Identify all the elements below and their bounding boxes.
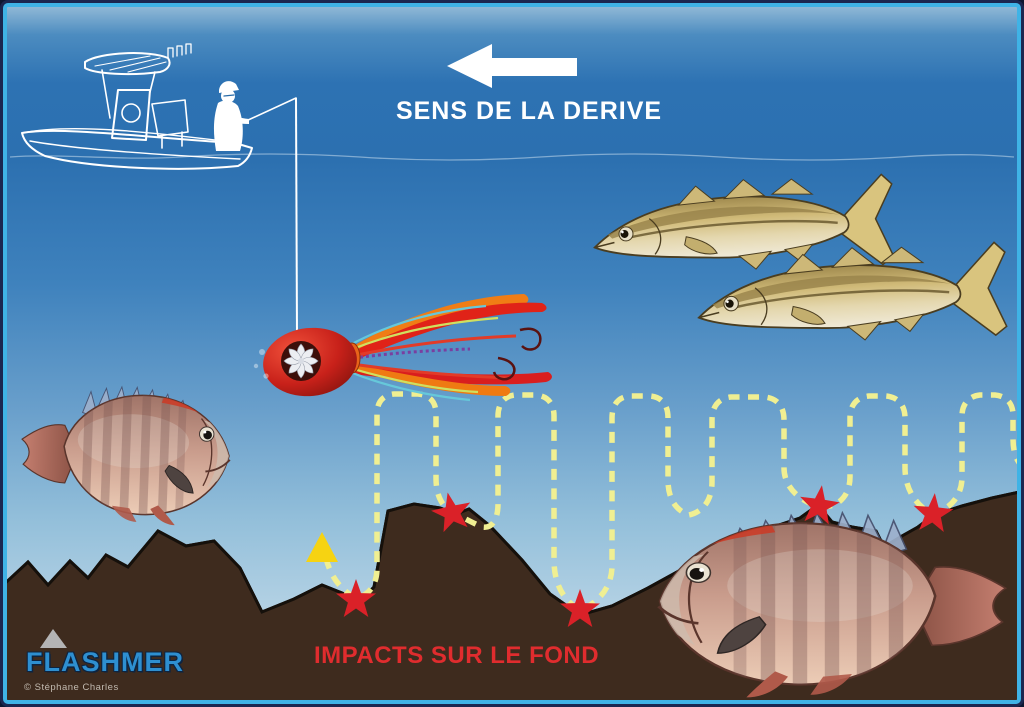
scene: SENS DE LA DERIVE IMPACTS SUR LE FOND FL… <box>7 7 1017 700</box>
fishing-line <box>295 97 298 339</box>
ocean-background: SENS DE LA DERIVE IMPACTS SUR LE FOND FL… <box>3 3 1021 704</box>
hooks <box>492 327 542 381</box>
fishing-rod <box>245 97 297 122</box>
boat-illustration <box>21 43 297 170</box>
credit-text: © Stéphane Charles <box>24 682 119 693</box>
lure-spinner <box>283 343 319 379</box>
diagram-canvas <box>7 43 1017 700</box>
seabream-fish-left <box>19 384 233 528</box>
drift-direction-label: SENS DE LA DERIVE <box>395 97 663 125</box>
left-arrow-icon <box>447 44 577 88</box>
lure-illustration <box>253 294 552 402</box>
yellow-triangle-icon <box>306 532 338 562</box>
fisherman <box>213 81 249 151</box>
rock-highlight <box>40 629 67 648</box>
brand-logo: FLASHMER <box>26 647 184 677</box>
impacts-label: IMPACTS SUR LE FOND <box>314 642 600 669</box>
water-surface-line <box>9 153 1015 161</box>
lure-path <box>323 391 1017 614</box>
